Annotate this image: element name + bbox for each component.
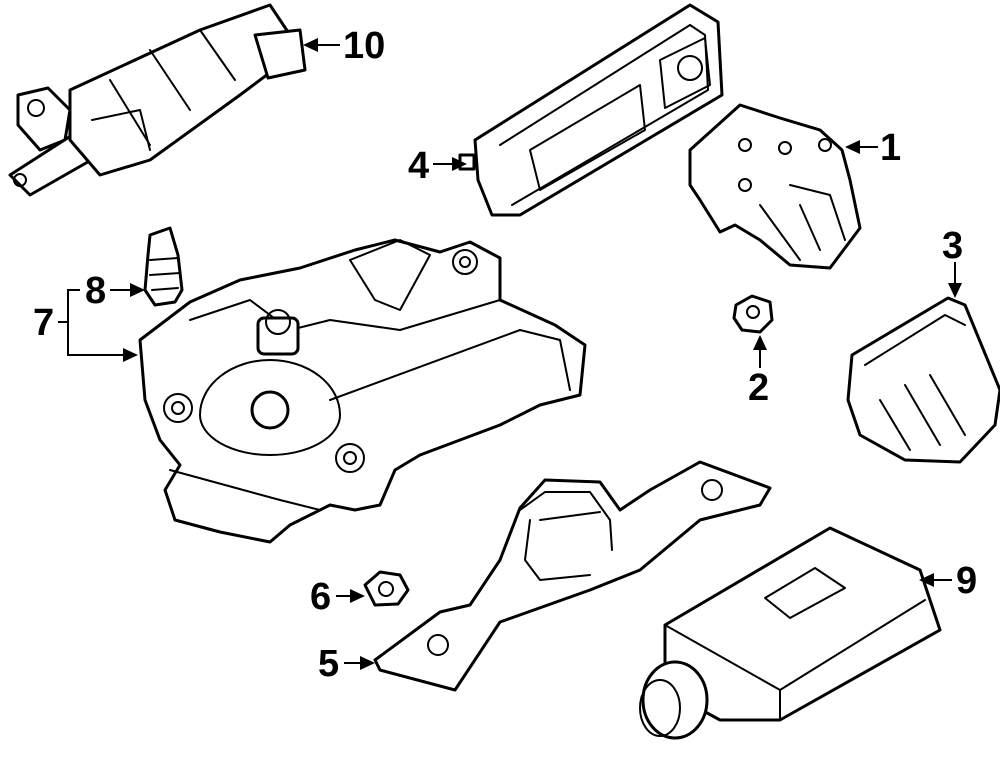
callout-1: 1 xyxy=(880,127,901,169)
leader-8 xyxy=(110,283,145,297)
part-4-handle-bezel xyxy=(458,3,724,217)
leader-6 xyxy=(336,589,365,603)
leader-2 xyxy=(753,335,767,368)
part-1-latch xyxy=(688,103,862,270)
part-10-actuator xyxy=(8,3,307,197)
leader-7 xyxy=(58,289,138,362)
callout-9: 9 xyxy=(956,560,977,602)
leader-1 xyxy=(845,140,878,154)
callout-6: 6 xyxy=(310,576,331,618)
part-7-latch-actuator xyxy=(138,238,587,544)
leader-3 xyxy=(948,262,962,298)
callout-3: 3 xyxy=(942,225,963,267)
callout-4: 4 xyxy=(408,145,429,187)
callout-7: 7 xyxy=(33,302,54,344)
part-2-nut xyxy=(732,294,774,334)
part-3-handle-cover xyxy=(846,296,1000,464)
leader-10 xyxy=(303,38,340,52)
callout-10: 10 xyxy=(343,25,385,67)
leader-5 xyxy=(344,656,375,670)
leader-9 xyxy=(919,573,952,587)
part-8-switch xyxy=(143,226,184,307)
callout-2: 2 xyxy=(748,367,769,409)
callout-5: 5 xyxy=(318,643,339,685)
leader-4 xyxy=(433,157,467,171)
part-9-module xyxy=(639,526,942,740)
part-5-striker xyxy=(373,460,772,692)
callout-8: 8 xyxy=(85,270,106,312)
part-6-nut xyxy=(363,570,410,607)
